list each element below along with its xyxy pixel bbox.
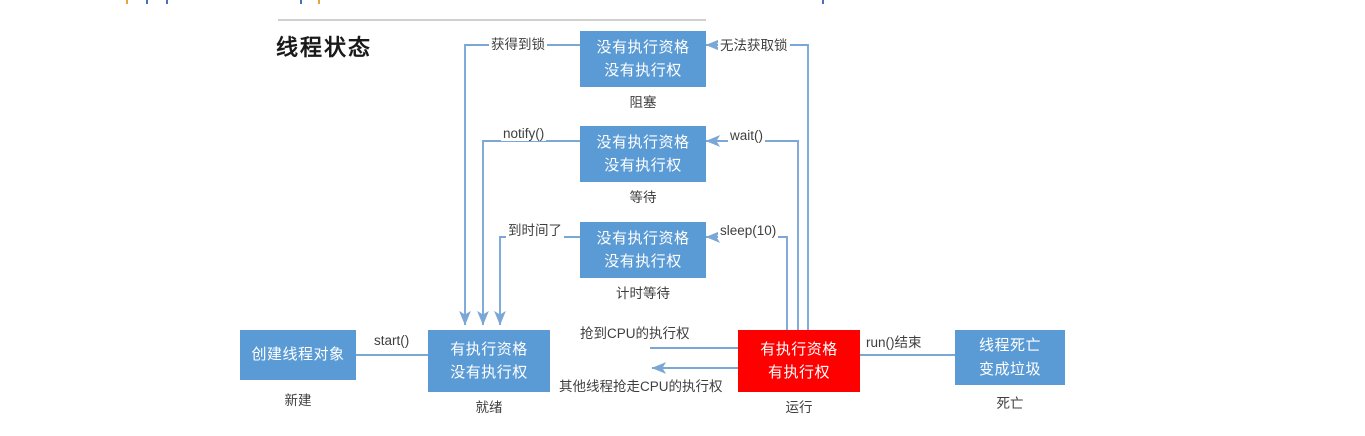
artifact-speck bbox=[126, 0, 128, 4]
state-node-runnable-line-1: 有执行资格 bbox=[450, 340, 528, 358]
edge-label-sleep: sleep(10) bbox=[718, 223, 779, 238]
state-node-running[interactable]: 有执行资格 有执行权 bbox=[738, 330, 860, 392]
state-node-timed-waiting[interactable]: 没有执行资格 没有执行权 bbox=[580, 222, 706, 278]
state-caption-new: 新建 bbox=[284, 393, 312, 408]
edge-notify bbox=[477, 140, 580, 326]
state-node-running-line-1: 有执行资格 bbox=[760, 340, 838, 358]
state-node-blocked-line-2: 没有执行权 bbox=[604, 62, 682, 79]
state-node-new-line-1: 创建线程对象 bbox=[251, 346, 345, 364]
edge-label-start: start() bbox=[372, 333, 412, 348]
state-node-waiting-line-1: 没有执行资格 bbox=[596, 133, 690, 151]
state-node-dead-line-2: 变成垃圾 bbox=[978, 360, 1041, 378]
edge-sleep bbox=[705, 231, 788, 330]
edge-label-cannot-lock: 无法获取锁 bbox=[718, 34, 790, 54]
state-node-new[interactable]: 创建线程对象 bbox=[240, 330, 356, 380]
state-node-timed-waiting-line-1: 没有执行资格 bbox=[596, 229, 690, 247]
state-caption-runnable: 就绪 bbox=[475, 400, 503, 415]
state-caption-running: 运行 bbox=[785, 400, 813, 415]
state-node-runnable[interactable]: 有执行资格 没有执行权 bbox=[428, 330, 550, 392]
edge-label-notify: notify() bbox=[501, 126, 547, 141]
artifact-speck bbox=[318, 0, 320, 4]
state-node-dead-line-1: 线程死亡 bbox=[978, 337, 1041, 355]
page-title: 线程状态 bbox=[276, 35, 373, 60]
header-divider bbox=[278, 19, 706, 21]
edge-label-grab-cpu: 抢到CPU的执行权 bbox=[578, 322, 692, 342]
state-node-waiting[interactable]: 没有执行资格 没有执行权 bbox=[580, 126, 706, 182]
state-caption-waiting: 等待 bbox=[629, 190, 657, 205]
edge-label-time-up: 到时间了 bbox=[506, 219, 564, 239]
state-node-running-line-2: 有执行权 bbox=[767, 364, 830, 381]
artifact-speck bbox=[146, 0, 148, 4]
state-node-waiting-line-2: 没有执行权 bbox=[604, 157, 682, 174]
edge-label-wait: wait() bbox=[728, 128, 765, 143]
edge-label-lose-cpu: 其他线程抢走CPU的执行权 bbox=[557, 375, 725, 395]
edge-cannot-lock bbox=[705, 39, 809, 330]
artifact-speck bbox=[822, 0, 824, 4]
state-node-blocked[interactable]: 没有执行资格 没有执行权 bbox=[580, 31, 706, 87]
edge-label-got-lock: 获得到锁 bbox=[489, 33, 547, 53]
state-caption-blocked: 阻塞 bbox=[629, 95, 657, 110]
state-caption-dead: 死亡 bbox=[996, 396, 1024, 411]
edge-time-up bbox=[494, 236, 580, 326]
artifact-speck bbox=[166, 0, 168, 4]
state-caption-timed-waiting: 计时等待 bbox=[616, 286, 670, 301]
edge-label-run-end: run()结束 bbox=[864, 331, 924, 351]
artifact-speck bbox=[300, 0, 302, 4]
state-node-runnable-line-2: 没有执行权 bbox=[450, 364, 528, 381]
state-node-dead[interactable]: 线程死亡 变成垃圾 bbox=[955, 330, 1065, 385]
state-node-timed-waiting-line-2: 没有执行权 bbox=[604, 253, 682, 270]
state-node-blocked-line-1: 没有执行资格 bbox=[596, 38, 690, 56]
